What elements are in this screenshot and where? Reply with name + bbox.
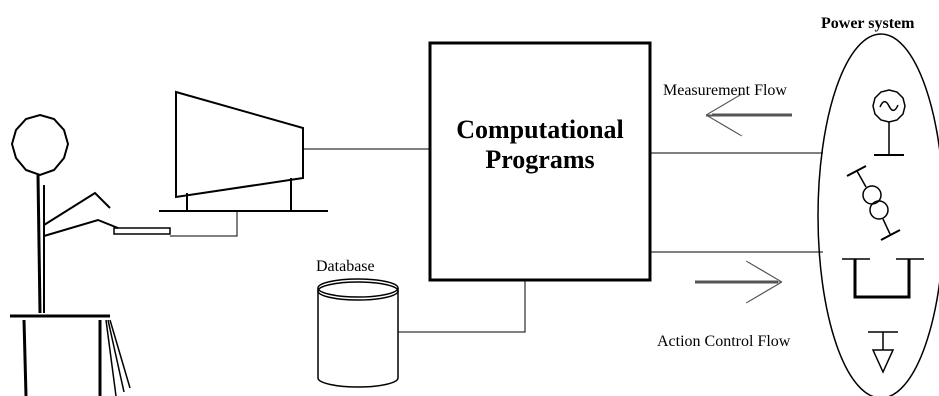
load-icon xyxy=(842,258,924,299)
power-system-ellipse xyxy=(817,33,939,396)
central-box-line1: Computational xyxy=(456,115,624,144)
transformer-icon xyxy=(846,165,901,241)
operator-head xyxy=(10,113,70,177)
central-box-line2: Programs xyxy=(485,145,594,174)
keyboard-cable xyxy=(170,212,238,237)
keyboard xyxy=(113,227,171,235)
operator-figure xyxy=(10,113,131,396)
action-control-flow-label: Action Control Flow xyxy=(657,333,791,350)
measurement-flow-label: Measurement Flow xyxy=(663,82,787,99)
database-label: Database xyxy=(316,258,375,275)
computational-programs-box xyxy=(428,41,652,282)
measurement-flow-arrow xyxy=(705,93,792,137)
power-system-label: Power system xyxy=(821,15,915,32)
database-connector xyxy=(398,280,526,333)
database-icon xyxy=(317,278,399,388)
monitor xyxy=(159,90,328,212)
ground-icon xyxy=(868,331,898,374)
generator-icon xyxy=(872,89,906,156)
action-control-flow-arrow xyxy=(695,260,783,304)
